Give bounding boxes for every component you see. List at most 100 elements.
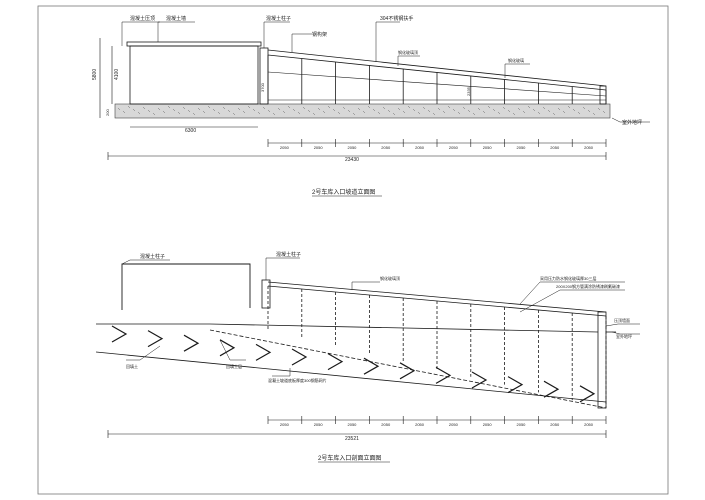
hatch-mark <box>382 106 386 110</box>
hatch-mark <box>592 112 596 116</box>
label-concrete-top: 混凝土压顶 <box>130 15 155 22</box>
hatch-mark <box>547 109 551 113</box>
hatch-mark <box>267 109 271 113</box>
elevation-ground-hatch <box>117 105 606 116</box>
hatch-mark <box>522 110 526 114</box>
bay-dim-label: 2050 <box>348 145 358 150</box>
bay-dim-label: 2050 <box>348 422 358 427</box>
elevation-posts <box>267 55 607 104</box>
label-section-column-right: 混凝土柱子 <box>276 251 301 258</box>
fill-chevron <box>147 330 164 348</box>
section-leader-ground <box>611 331 640 335</box>
elevation-leader-glass2 <box>504 63 530 78</box>
elevation-leader-wall <box>157 21 195 42</box>
hatch-mark <box>537 111 541 115</box>
section-posts <box>267 286 607 408</box>
hatch-mark <box>512 112 516 116</box>
hatch-mark <box>147 109 151 113</box>
bay-dim-label: 2050 <box>584 145 594 150</box>
sheet-border <box>37 5 669 495</box>
section-leader-slab <box>272 368 291 377</box>
bay-dim-label: 2050 <box>517 422 527 427</box>
hatch-mark <box>602 110 606 114</box>
bay-dim-label: 2050 <box>415 145 425 150</box>
hatch-mark <box>277 107 281 111</box>
dim-overall: 23430 <box>345 157 359 163</box>
label-ground: 室外地坪 <box>622 119 642 126</box>
dim-height-near: 3700 <box>260 82 265 92</box>
hatch-mark <box>167 105 171 109</box>
dim-height-far: 2335 <box>466 86 471 96</box>
hatch-mark <box>262 106 266 110</box>
bay-dim-label: 2050 <box>314 145 324 150</box>
section-leader-top <box>351 281 380 290</box>
hatch-mark <box>302 106 306 110</box>
hatch-mark <box>202 110 206 114</box>
hatch-mark <box>187 109 191 113</box>
label-concrete-column: 混凝土柱子 <box>266 15 291 22</box>
label-section-top: 钢化玻璃顶 <box>380 275 400 281</box>
fill-chevron <box>399 362 416 380</box>
fill-chevron <box>435 366 452 384</box>
hatch-mark <box>557 107 561 111</box>
elevation-leader-railing <box>375 21 400 62</box>
hatch-mark <box>482 110 486 114</box>
hatch-mark <box>542 106 546 110</box>
fill-chevron <box>507 376 524 394</box>
hatch-mark <box>427 109 431 113</box>
section-ramp-top <box>95 351 607 403</box>
section-leader-fill-right <box>219 339 246 361</box>
section-fill-chevrons <box>111 325 596 403</box>
bay-dim-label: 2050 <box>314 422 324 427</box>
hatch-mark <box>162 110 166 114</box>
dim-wall-width: 6300 <box>185 128 196 134</box>
hatch-mark <box>357 107 361 111</box>
label-section-column-left: 混凝土柱子 <box>140 253 165 260</box>
hatch-mark <box>122 110 126 114</box>
hatch-mark <box>227 109 231 113</box>
hatch-mark <box>137 111 141 115</box>
elevation-leader-column <box>263 21 290 48</box>
hatch-mark <box>257 111 261 115</box>
fill-chevron <box>183 334 200 352</box>
fill-chevron <box>543 380 560 398</box>
hatch-mark <box>492 108 496 112</box>
hatch-mark <box>587 109 591 113</box>
elevation-roof-top <box>267 49 607 87</box>
hatch-mark <box>322 110 326 114</box>
section-leader-note1 <box>519 281 625 305</box>
label-steel-frame: 钢构架 <box>312 31 327 38</box>
bay-dim-label: 2050 <box>449 422 459 427</box>
section-labels: 混凝土柱子 混凝土柱子 钢化玻璃顶 采用压力防水钢化玻璃厚30三层 200X20… <box>126 251 632 462</box>
hatch-mark <box>252 108 256 112</box>
elevation-bay-ticks <box>107 139 607 160</box>
hatch-mark <box>307 109 311 113</box>
dim-height-base: 200 <box>105 109 110 116</box>
hatch-mark <box>437 107 441 111</box>
fill-chevron <box>111 325 128 343</box>
label-section-ground: 室外地坪 <box>616 333 632 339</box>
bay-dim-label: 2050 <box>280 145 290 150</box>
hatch-mark <box>572 108 576 112</box>
section-leader-fill-left <box>126 345 161 361</box>
dim-height-total: 5800 <box>92 69 98 80</box>
hatch-mark <box>462 106 466 110</box>
fill-chevron <box>471 371 488 389</box>
elevation-leader-frame <box>291 33 312 52</box>
section-leader-note2 <box>519 289 625 313</box>
bay-dim-label: 2050 <box>381 422 391 427</box>
hatch-mark <box>412 108 416 112</box>
label-section-note2: 200X200钢方管满涂防锈漆刷氟碳漆 <box>556 283 620 289</box>
hatch-mark <box>367 105 371 109</box>
label-section-note1: 采用压力防水钢化玻璃厚30三层 <box>540 275 596 281</box>
fill-chevron <box>363 357 380 375</box>
hatch-mark <box>507 109 511 113</box>
section-column <box>261 279 271 309</box>
bay-dim-label: 2050 <box>584 422 594 427</box>
hatch-mark <box>312 112 316 116</box>
fill-chevron <box>291 348 308 366</box>
hatch-mark <box>152 112 156 116</box>
hatch-mark <box>337 111 341 115</box>
hatch-mark <box>347 109 351 113</box>
